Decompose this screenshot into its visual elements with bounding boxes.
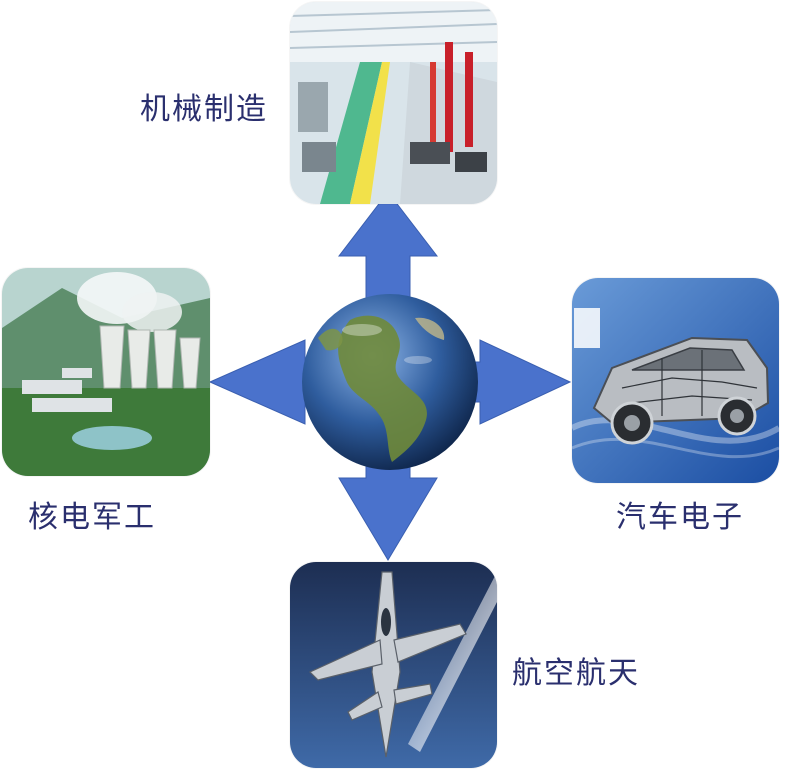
label-nuclear-military: 核电军工 (28, 500, 156, 535)
factory-image (290, 2, 497, 204)
arrow-up (337, 191, 439, 301)
nuclear-plant-image (2, 268, 210, 476)
globe-icon (302, 294, 478, 470)
car-image (572, 278, 779, 483)
fighter-jet-image (290, 562, 497, 768)
label-automotive-electronics: 汽车电子 (616, 500, 744, 535)
label-aerospace: 航空航天 (512, 656, 640, 691)
label-mechanical-manufacturing: 机械制造 (140, 92, 268, 127)
